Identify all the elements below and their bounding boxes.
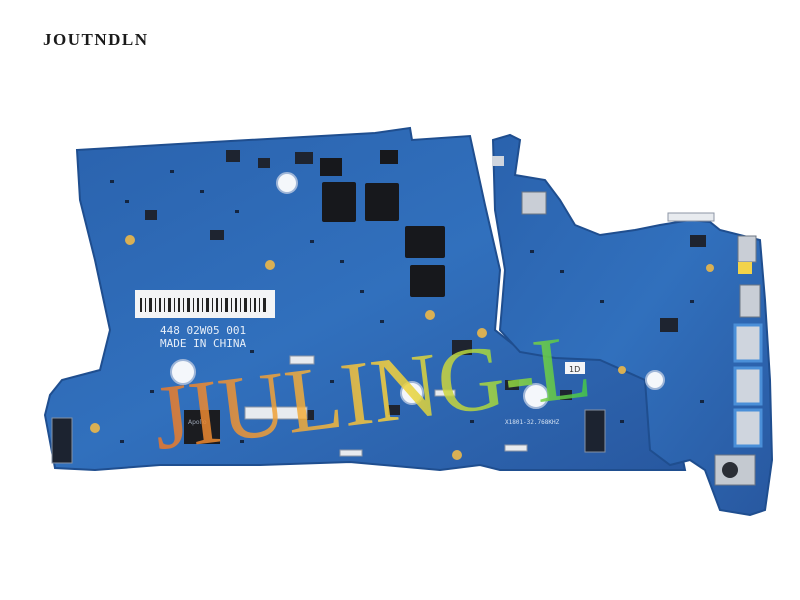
m2-slot-left xyxy=(51,417,73,464)
ribbon-connectors xyxy=(244,212,715,457)
controller-chip-label: Apollo xyxy=(188,419,207,426)
barcode-sticker xyxy=(135,290,275,318)
memory-chips xyxy=(320,150,445,297)
mounting-holes xyxy=(170,172,665,409)
pcb-right-strip xyxy=(491,133,774,517)
barcode-lines xyxy=(140,298,266,312)
corner-mark: 1D xyxy=(569,365,580,374)
sticker-line-1: 448 02W05 001 xyxy=(160,324,246,337)
small-components xyxy=(145,150,706,420)
corner-mark-box xyxy=(565,362,585,374)
m2-slot-right xyxy=(584,409,606,453)
io-ports xyxy=(492,156,763,486)
solder-pads xyxy=(90,235,714,460)
brand-logo-text: JOUTNDLN xyxy=(43,30,149,49)
sticker-line-2: MADE IN CHINA xyxy=(160,337,246,350)
crystal-label: X1801-32.768KHZ xyxy=(505,419,560,426)
tiny-components xyxy=(110,170,704,443)
controller-chip xyxy=(184,410,220,444)
